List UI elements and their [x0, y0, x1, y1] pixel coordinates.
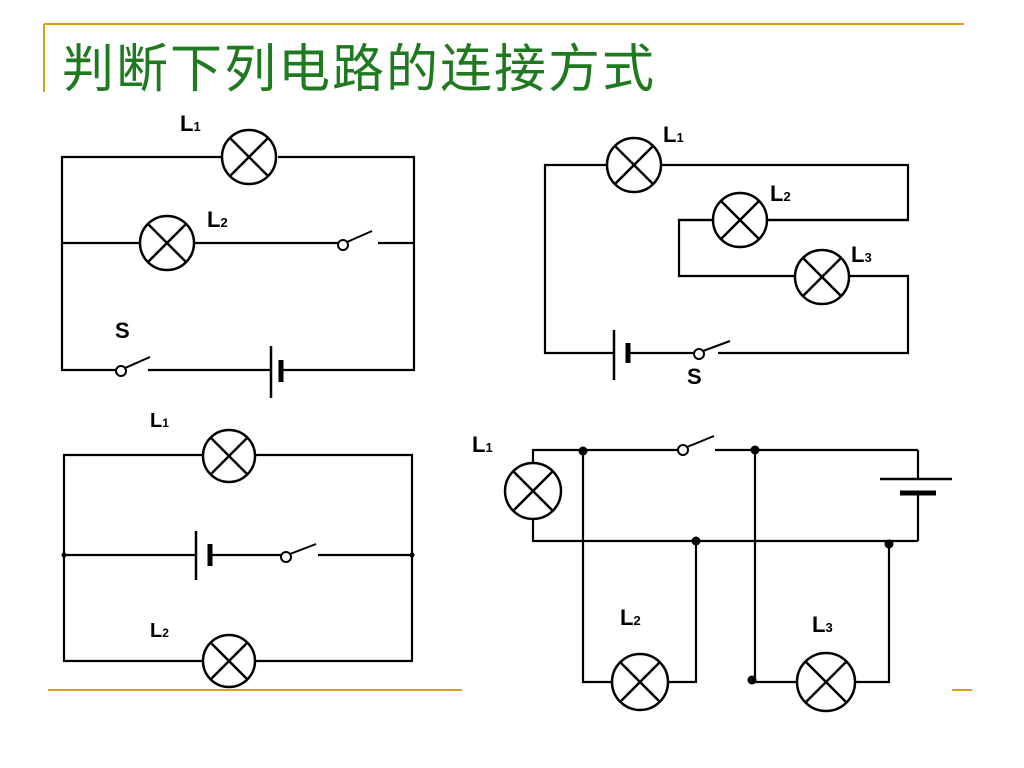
battery-icon — [194, 531, 213, 580]
lamp-icon — [220, 128, 278, 186]
label-l1: L1 — [663, 122, 684, 147]
switch-icon — [115, 356, 151, 377]
lamp-icon — [711, 191, 769, 249]
junction-node — [61, 552, 67, 558]
wires — [62, 453, 414, 663]
lamp-icon — [201, 428, 257, 484]
lamp-icon — [503, 461, 563, 521]
label-s: S — [115, 318, 130, 343]
junction-node — [691, 536, 701, 546]
lamp-icon — [605, 136, 663, 194]
junction-node — [884, 539, 894, 549]
label-l1: L1 — [150, 410, 169, 432]
label-l3: L3 — [851, 242, 872, 267]
lamp-icon — [610, 652, 670, 712]
junction-node — [409, 552, 415, 558]
wires — [531, 448, 920, 684]
circuit-top-left: L1 L2 S — [60, 111, 416, 398]
lamp-icon — [138, 214, 196, 272]
lamp-icon — [795, 651, 857, 713]
wires — [543, 163, 910, 355]
switch-icon — [693, 340, 731, 360]
slide-title: 判断下列电路的连接方式 — [62, 40, 657, 100]
label-l2: L2 — [207, 207, 228, 232]
junction-node — [747, 675, 757, 685]
label-l2: L2 — [770, 181, 791, 206]
lamp-icon — [201, 633, 257, 689]
slide-decoration — [43, 23, 972, 691]
label-s: S — [687, 364, 702, 389]
label-l3: L3 — [812, 612, 833, 637]
switch-icon — [280, 543, 317, 563]
label-l1: L1 — [180, 111, 201, 136]
switch-icon — [677, 435, 715, 456]
junction-node — [750, 445, 760, 455]
circuit-top-right: L1 L2 L3 S — [543, 122, 910, 389]
battery-icon — [880, 477, 952, 496]
wires — [60, 155, 416, 372]
junction-node — [578, 446, 588, 456]
label-l2: L2 — [620, 605, 641, 630]
circuit-bottom-left: L1 L2 — [61, 410, 415, 689]
circuit-bottom-right: L1 L2 L3 — [472, 432, 952, 713]
label-l1: L1 — [472, 432, 493, 457]
label-l2: L2 — [150, 620, 169, 642]
battery-icon — [269, 346, 284, 398]
battery-icon — [612, 330, 631, 380]
lamp-icon — [793, 248, 851, 306]
switch-icon — [337, 230, 373, 251]
